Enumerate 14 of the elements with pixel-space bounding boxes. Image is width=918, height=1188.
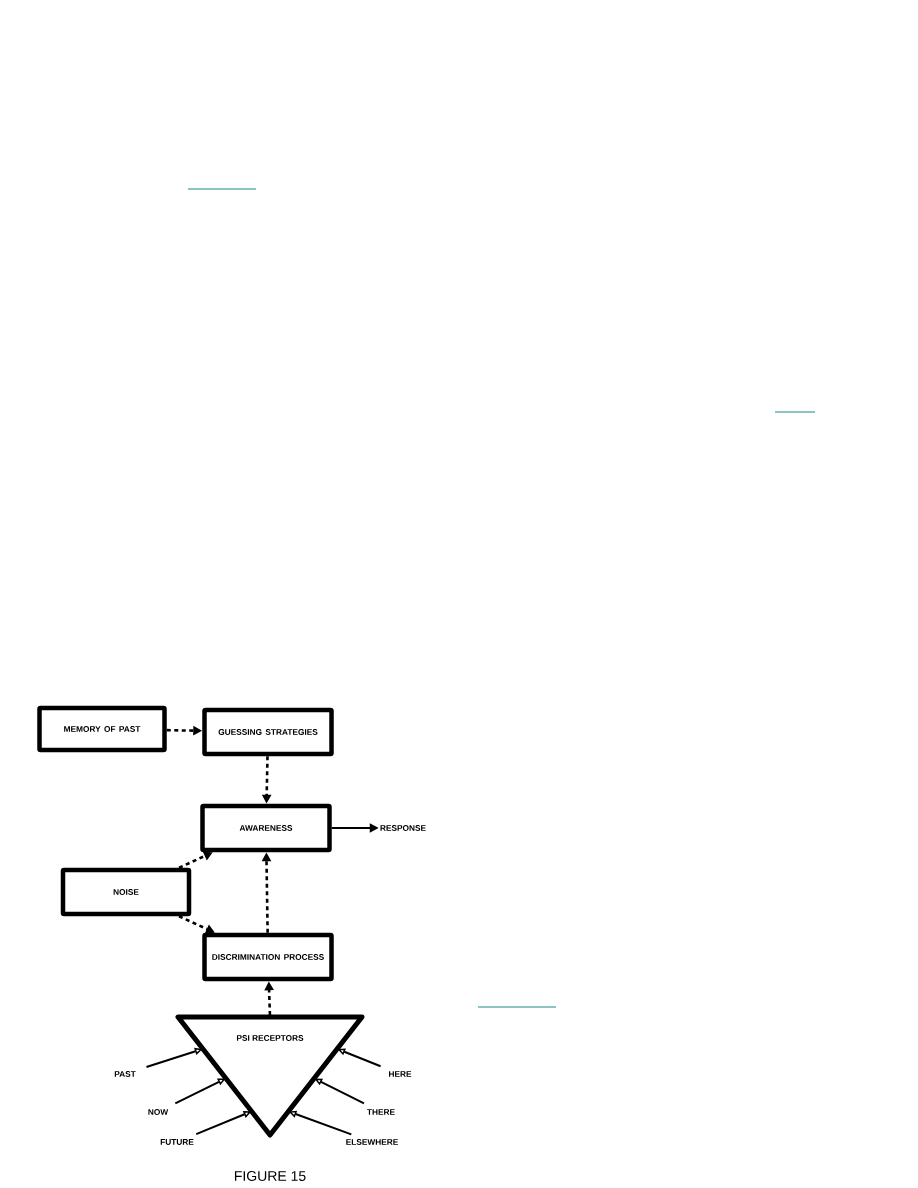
node-label: NOW: [148, 1109, 169, 1115]
node-label: PAST: [114, 1071, 136, 1077]
process-box: DISCRIMINATION PROCESS: [202, 932, 334, 982]
process-box: MEMORY OF PAST: [37, 705, 167, 753]
node-label: THERE: [367, 1109, 395, 1115]
node-label: HERE: [389, 1071, 412, 1077]
process-box: GUESSING STRATEGIES: [202, 707, 334, 757]
receptor-triangle: PSI RECEPTORS: [175, 1014, 365, 1138]
process-box: AWARENESS: [200, 803, 332, 853]
node-label: ELSEWHERE: [346, 1139, 398, 1145]
figure-caption: FIGURE 15: [234, 1171, 306, 1181]
node-label: FUTURE: [160, 1139, 194, 1145]
node-label: RESPONSE: [380, 825, 426, 831]
process-box: NOISE: [60, 867, 192, 917]
